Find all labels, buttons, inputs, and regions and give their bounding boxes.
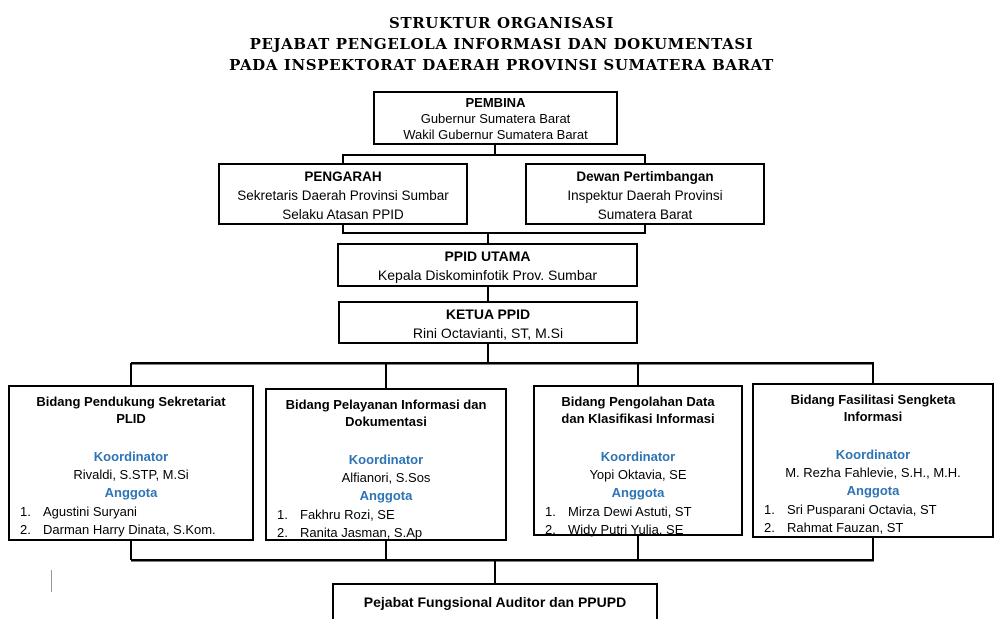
anggota-item: 2. Rahmat Fauzan, ST — [761, 519, 992, 537]
node-dewan-pertimbangan: Dewan Pertimbangan Inspektur Daerah Prov… — [525, 163, 765, 225]
node-bidang-pendukung-sekretariat: Bidang Pendukung Sekretariat PLID Koordi… — [8, 385, 254, 541]
node-title: PENGARAH — [304, 169, 382, 184]
anggota-item: 1. Sri Pusparani Octavia, ST — [761, 501, 992, 519]
anggota-name: Sri Pusparani Octavia, ST — [787, 502, 937, 517]
anggota-name: Widy Putri Yulia, SE — [568, 522, 684, 537]
node-title: KETUA PPID — [445, 306, 531, 322]
node-bidang-fasilitasi-sengketa: Bidang Fasilitasi Sengketa Informasi Koo… — [752, 383, 994, 538]
koordinator-name: M. Rezha Fahlevie, S.H., M.H. — [785, 465, 961, 480]
anggota-number: 1. — [277, 507, 288, 522]
stray-mark — [51, 570, 52, 592]
node-line: Inspektur Daerah Provinsi — [567, 188, 723, 203]
koordinator-name: Yopi Oktavia, SE — [589, 467, 687, 482]
koordinator-name: Rivaldi, S.STP, M.Si — [73, 467, 189, 482]
anggota-number: 2. — [277, 525, 288, 540]
node-ketua-ppid: KETUA PPID Rini Octavianti, ST, M.Si — [338, 301, 638, 344]
bidang-title-line: Bidang Fasilitasi Sengketa — [790, 392, 956, 407]
koordinator-name: Alfianori, S.Sos — [341, 470, 431, 485]
anggota-item: 1. Agustini Suryani — [17, 503, 252, 521]
bidang-title: Bidang Pendukung Sekretariat PLID — [10, 393, 252, 427]
chart-title-line-3: PADA INSPEKTORAT DAERAH PROVINSI SUMATER… — [229, 56, 774, 74]
bidang-title: Bidang Fasilitasi Sengketa Informasi — [754, 391, 992, 425]
node-pengarah: PENGARAH Sekretaris Daerah Provinsi Sumb… — [218, 163, 468, 225]
node-line: Sekretaris Daerah Provinsi Sumbar — [237, 188, 449, 203]
anggota-list: 1. Sri Pusparani Octavia, ST 2. Rahmat F… — [754, 501, 992, 537]
anggota-label: Anggota — [359, 488, 413, 503]
node-line: Kepala Diskominfotik Prov. Sumbar — [377, 267, 598, 283]
anggota-item: 1. Mirza Dewi Astuti, ST — [542, 503, 741, 521]
chart-title: STRUKTUR ORGANISASI PEJABAT PENGELOLA IN… — [0, 13, 1003, 76]
node-ppid-utama: PPID UTAMA Kepala Diskominfotik Prov. Su… — [337, 243, 638, 287]
anggota-list: 1. Agustini Suryani 2. Darman Harry Dina… — [10, 503, 252, 539]
node-pembina: PEMBINA Gubernur Sumatera Barat Wakil Gu… — [373, 91, 618, 145]
node-line: Gubernur Sumatera Barat — [420, 111, 571, 126]
bidang-title-line: dan Klasifikasi Informasi — [561, 411, 715, 426]
anggota-number: 2. — [764, 520, 775, 535]
anggota-name: Darman Harry Dinata, S.Kom. — [43, 522, 216, 537]
anggota-list: 1. Fakhru Rozi, SE 2. Ranita Jasman, S.A… — [267, 506, 505, 542]
chart-title-line-1: STRUKTUR ORGANISASI — [389, 14, 614, 32]
node-bidang-pengolahan-data: Bidang Pengolahan Data dan Klasifikasi I… — [533, 385, 743, 539]
chart-title-line-2: PEJABAT PENGELOLA INFORMASI DAN DOKUMENT… — [249, 35, 754, 53]
koordinator-label: Koordinator — [348, 452, 424, 467]
node-title: PEMBINA — [465, 95, 526, 110]
node-line: Sumatera Barat — [597, 207, 693, 222]
bidang-title-line: Informasi — [843, 409, 903, 424]
koordinator-label: Koordinator — [93, 449, 169, 464]
koordinator-label: Koordinator — [835, 447, 911, 462]
anggota-number: 1. — [545, 504, 556, 519]
anggota-name: Mirza Dewi Astuti, ST — [568, 504, 692, 519]
anggota-label: Anggota — [104, 485, 158, 500]
koordinator-label: Koordinator — [600, 449, 676, 464]
anggota-label: Anggota — [611, 485, 665, 500]
node-line: Rini Octavianti, ST, M.Si — [412, 325, 564, 341]
anggota-number: 2. — [545, 522, 556, 537]
anggota-item: 2. Widy Putri Yulia, SE — [542, 521, 741, 539]
anggota-name: Agustini Suryani — [43, 504, 137, 519]
node-line: Selaku Atasan PPID — [282, 207, 404, 222]
bidang-title: Bidang Pengolahan Data dan Klasifikasi I… — [535, 393, 741, 427]
anggota-number: 2. — [20, 522, 31, 537]
anggota-number: 1. — [764, 502, 775, 517]
anggota-name: Ranita Jasman, S.Ap — [300, 525, 423, 540]
node-title: Dewan Pertimbangan — [576, 169, 714, 184]
node-title: Pejabat Fungsional Auditor dan PPUPD — [363, 594, 627, 610]
anggota-list: 1. Mirza Dewi Astuti, ST 2. Widy Putri Y… — [535, 503, 741, 539]
anggota-number: 1. — [20, 504, 31, 519]
anggota-item: 2. Ranita Jasman, S.Ap — [274, 524, 505, 542]
node-line: Wakil Gubernur Sumatera Barat — [403, 127, 588, 142]
node-pejabat-fungsional-auditor: Pejabat Fungsional Auditor dan PPUPD — [332, 583, 658, 619]
bidang-title-line: Bidang Pendukung Sekretariat — [36, 394, 226, 409]
anggota-item: 1. Fakhru Rozi, SE — [274, 506, 505, 524]
node-title: PPID UTAMA — [444, 248, 531, 264]
anggota-label: Anggota — [846, 483, 900, 498]
anggota-name: Rahmat Fauzan, ST — [787, 520, 904, 535]
node-bidang-pelayanan-informasi: Bidang Pelayanan Informasi dan Dokumenta… — [265, 388, 507, 541]
bidang-title-line: Bidang Pengolahan Data — [561, 394, 715, 409]
anggota-item: 2. Darman Harry Dinata, S.Kom. — [17, 521, 252, 539]
bidang-title-line: Dokumentasi — [345, 414, 427, 429]
bidang-title-line: PLID — [116, 411, 146, 426]
bidang-title-line: Bidang Pelayanan Informasi dan — [285, 397, 487, 412]
anggota-name: Fakhru Rozi, SE — [300, 507, 395, 522]
bidang-title: Bidang Pelayanan Informasi dan Dokumenta… — [267, 396, 505, 430]
